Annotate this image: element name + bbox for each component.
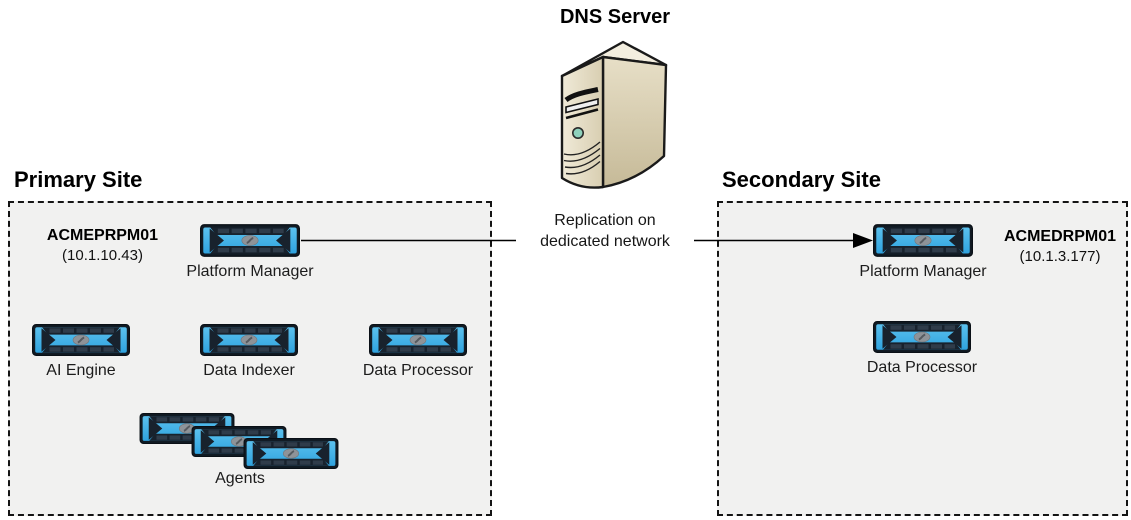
node-primary-platform-manager: Platform Manager bbox=[165, 224, 335, 281]
secondary-host-label: ACMEDRPM01 (10.1.3.177) bbox=[975, 227, 1131, 267]
secondary-site-title: Secondary Site bbox=[722, 167, 881, 192]
agents-label: Agents bbox=[215, 470, 265, 487]
data-indexer-label: Data Indexer bbox=[203, 362, 295, 379]
primary-host-ip: (10.1.10.43) bbox=[62, 247, 143, 264]
primary-platform-manager-label: Platform Manager bbox=[186, 263, 314, 280]
node-agents: Agents bbox=[138, 413, 348, 498]
replication-label-line2: dedicated network bbox=[540, 233, 670, 250]
dns-server-title: DNS Server bbox=[559, 6, 671, 28]
primary-host-label: ACMEPRPM01 (10.1.10.43) bbox=[20, 226, 185, 266]
primary-host-name: ACMEPRPM01 bbox=[46, 227, 159, 244]
appliance-rack-icon bbox=[32, 324, 130, 356]
replication-label-line1: Replication on bbox=[554, 212, 656, 229]
node-secondary-platform-manager: Platform Manager bbox=[838, 224, 1008, 281]
replication-label: Replication on dedicated network bbox=[516, 209, 694, 253]
appliance-rack-icon bbox=[873, 321, 971, 353]
primary-data-processor-label: Data Processor bbox=[362, 362, 474, 379]
ai-engine-label: AI Engine bbox=[46, 362, 116, 379]
node-primary-data-processor: Data Processor bbox=[333, 324, 503, 380]
appliance-rack-icon bbox=[200, 324, 298, 356]
appliance-rack-icon bbox=[242, 438, 340, 469]
appliance-rack-icon bbox=[369, 324, 467, 356]
secondary-data-processor-label: Data Processor bbox=[866, 359, 978, 376]
server-tower-icon bbox=[560, 40, 668, 189]
node-data-indexer: Data Indexer bbox=[164, 324, 334, 380]
appliance-rack-icon bbox=[873, 224, 973, 257]
node-secondary-data-processor: Data Processor bbox=[837, 321, 1007, 377]
appliance-rack-icon bbox=[200, 224, 300, 257]
node-ai-engine: AI Engine bbox=[0, 324, 166, 380]
secondary-platform-manager-label: Platform Manager bbox=[859, 263, 987, 280]
secondary-host-name: ACMEDRPM01 bbox=[1003, 228, 1116, 245]
primary-site-title: Primary Site bbox=[14, 167, 143, 192]
secondary-host-ip: (10.1.3.177) bbox=[1019, 248, 1101, 265]
